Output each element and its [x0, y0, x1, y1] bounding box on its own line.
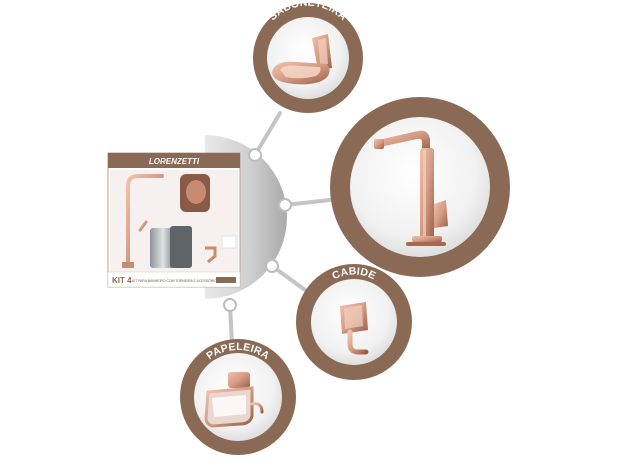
soap-dish-icon	[272, 34, 332, 85]
svg-text:CABIDE: CABIDE	[330, 265, 377, 282]
connector-nodes	[223, 148, 292, 312]
toilet-paper-holder-icon	[204, 372, 264, 428]
box-header-band	[108, 153, 240, 168]
box-soapdish-image	[180, 174, 210, 212]
box-description: KIT PARA BANHEIRO COM TORNEIRA E ACESSÓR…	[132, 278, 220, 283]
callout-cabide: CABIDE	[296, 264, 412, 380]
hook-icon	[340, 302, 369, 355]
box-kit-label: KIT 4	[112, 276, 132, 285]
callout-papeleira: PAPELEIRA	[180, 339, 296, 455]
box-hook-image	[205, 246, 217, 264]
box-faucet-image	[122, 174, 164, 268]
callout-title-cabide: CABIDE	[330, 265, 377, 282]
box-brand: LORENZETTI	[149, 157, 200, 166]
box-footer-band	[107, 271, 241, 288]
callout-torneira-lavatorio: TORNEIRA LAVATÓRIO	[330, 73, 510, 277]
faucet-icon	[374, 130, 448, 246]
product-box: LORENZETTI KIT 4 KIT PARA BANHEIRO COM T…	[107, 152, 241, 288]
box-bin-image	[150, 226, 192, 268]
callout-saboneteira: SABONETEIRA	[253, 0, 363, 113]
